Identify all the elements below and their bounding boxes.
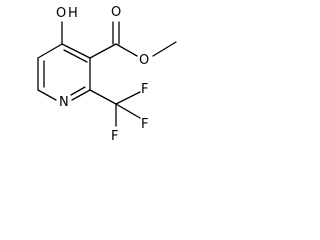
- bond-c1-cf3: [89, 89, 117, 105]
- pyridine-ring: [37, 43, 91, 101]
- bond-c3-c2-inner: [63, 49, 88, 63]
- bond-c1-n: [71, 89, 91, 101]
- bond-n-c6: [37, 89, 57, 101]
- structure-diagram: O H N O O F F F: [37, 5, 177, 144]
- bond-c2-ccarbonyl: [89, 43, 117, 59]
- ring-nitrogen-label: N: [59, 95, 69, 110]
- bond-c3-c2: [61, 43, 91, 59]
- bond-oester-methyl: [152, 41, 177, 57]
- bond-cf3-f1: [115, 91, 141, 105]
- fluorine-1-label: F: [141, 82, 148, 97]
- bond-cf3-f2: [115, 103, 141, 119]
- trifluoromethyl-group: F F F: [89, 82, 148, 144]
- hydroxyl-oxygen-label: O: [56, 6, 66, 21]
- ester-group: O O: [89, 5, 177, 68]
- bond-c1-n-inner: [70, 86, 86, 96]
- fluorine-3-label: F: [111, 129, 118, 144]
- bond-c4-c3: [37, 43, 63, 59]
- bond-ccarbonyl-oester: [115, 43, 138, 57]
- ester-oxygen-label: O: [139, 53, 149, 68]
- carbonyl-oxygen-label: O: [111, 5, 121, 20]
- hydroxyl-hydrogen-label: H: [68, 6, 78, 21]
- fluorine-2-label: F: [141, 117, 148, 132]
